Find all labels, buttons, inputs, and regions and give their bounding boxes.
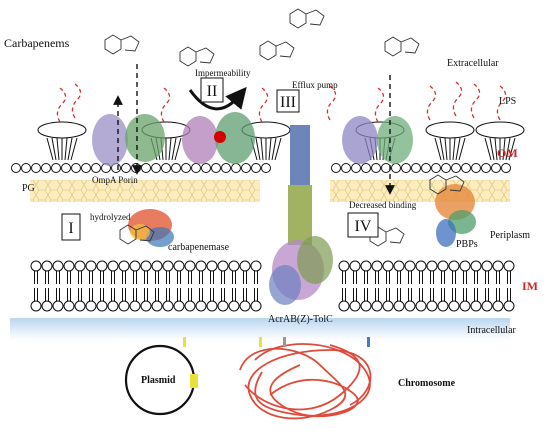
extracellular-label: Extracellular <box>447 58 499 69</box>
inner-membrane-bilayer <box>30 260 515 312</box>
transport-arrows <box>113 64 395 195</box>
ompa-porin-protein <box>92 112 413 166</box>
peptidoglycan-layer <box>30 180 510 202</box>
gene-markers <box>183 337 370 347</box>
chromosome-label: Chromosome <box>398 378 456 389</box>
periplasm-label: Periplasm <box>490 230 530 241</box>
decreased-binding-label: Decreased binding <box>349 200 417 210</box>
ompa-porin-label: OmpA Porin <box>92 175 138 185</box>
efflux-pump-acrab-tolc <box>269 125 333 305</box>
acrab-tolc-label: AcrAB(Z)-TolC <box>268 314 333 325</box>
mechanism-box-3: III <box>276 89 300 113</box>
lps-label: LPS <box>499 96 516 107</box>
svg-text:I: I <box>68 220 73 237</box>
svg-text:III: III <box>280 94 296 111</box>
carbapenems-label: Carbapenems <box>4 36 70 50</box>
porin-blob <box>214 131 226 143</box>
carbapenemase-protein <box>128 209 174 247</box>
efflux-pump-label: Efflux pump <box>292 80 338 90</box>
impermeability-arrow <box>188 86 247 111</box>
plasmid-label: Plasmid <box>141 375 176 386</box>
mechanism-box-4: IV <box>347 212 379 238</box>
cytoplasm-band <box>10 318 510 340</box>
mechanism-box-2: II <box>200 77 224 103</box>
carbapenem-molecules <box>104 8 465 247</box>
hydrolyzed-label: hydrolyzed <box>90 212 131 222</box>
plasmid <box>124 344 198 416</box>
svg-text:II: II <box>207 83 218 100</box>
mechanism-box-1: I <box>61 213 81 241</box>
pg-label: PG <box>22 183 35 194</box>
om-label: OM <box>497 146 518 160</box>
chromosome <box>239 343 372 420</box>
svg-text:IV: IV <box>355 218 372 235</box>
pbps-label: PBPs <box>456 239 478 250</box>
pbp-protein <box>435 184 476 247</box>
carbapenemase-label: carbapenemase <box>168 242 230 253</box>
impermeability-label: Impermeability <box>195 68 251 78</box>
im-label: IM <box>522 279 538 293</box>
outer-membrane-bilayer <box>11 163 511 173</box>
intracellular-label: Intracellular <box>467 325 517 336</box>
